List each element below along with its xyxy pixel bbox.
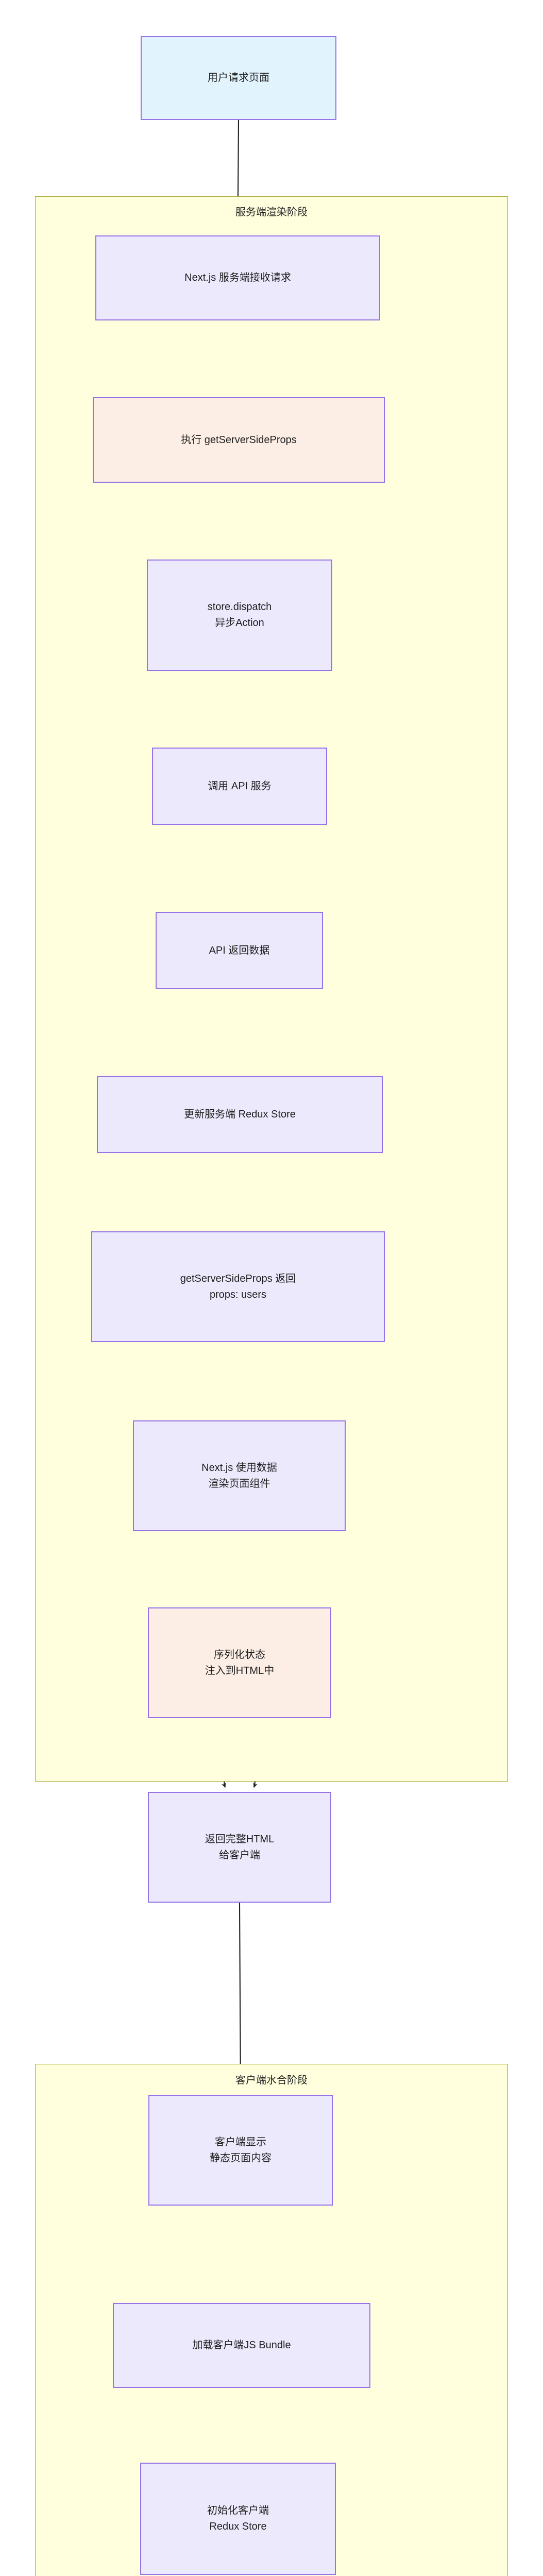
flow-node-e[interactable]: 调用 API 服务: [152, 748, 327, 825]
flow-node-label: 初始化客户端: [207, 2505, 269, 2516]
flow-node-label: 调用 API 服务: [208, 780, 272, 792]
flow-node-h[interactable]: getServerSideProps 返回 props: users: [91, 1231, 385, 1342]
flow-node-label: 静态页面内容: [210, 2152, 272, 2164]
flow-node-label: Next.js 使用数据: [201, 1462, 277, 1473]
flow-node-m[interactable]: 加载客户端JS Bundle: [113, 2303, 370, 2388]
flow-node-a[interactable]: 用户请求页面: [141, 36, 336, 120]
flow-node-label: 返回完整HTML: [205, 1833, 275, 1845]
flow-node-label: 注入到HTML中: [205, 1665, 275, 1676]
flow-node-label: getServerSideProps 返回: [180, 1273, 296, 1284]
flow-node-label: 序列化状态: [214, 1649, 265, 1660]
flow-node-g[interactable]: 更新服务端 Redux Store: [97, 1076, 383, 1153]
flow-node-k[interactable]: 返回完整HTML 给客户端: [148, 1792, 331, 1903]
flow-node-label: Redux Store: [209, 2521, 267, 2532]
flow-node-c[interactable]: 执行 getServerSideProps: [93, 397, 385, 483]
flow-node-label: 渲染页面组件: [208, 1478, 270, 1489]
flow-node-label: 给客户端: [219, 1849, 260, 1861]
flow-node-label: API 返回数据: [209, 944, 270, 956]
flow-node-j[interactable]: 序列化状态注入到HTML中: [148, 1607, 331, 1718]
flow-node-label: 加载客户端JS Bundle: [192, 2340, 291, 2351]
flow-node-label: 用户请求页面: [208, 72, 269, 83]
flow-node-b[interactable]: Next.js 服务端接收请求: [95, 235, 380, 320]
flow-node-label: 更新服务端 Redux Store: [184, 1108, 296, 1120]
flow-node-label: Next.js 服务端接收请求: [184, 272, 291, 283]
flow-node-n[interactable]: 初始化客户端 Redux Store: [140, 2463, 336, 2575]
flow-node-i[interactable]: Next.js 使用数据渲染页面组件: [133, 1420, 346, 1531]
flow-node-label: 异步Action: [215, 617, 264, 629]
flow-node-label: 执行 getServerSideProps: [181, 434, 297, 446]
subgraph-client-hydration-title: 客户端水合阶段: [235, 2075, 308, 2086]
flow-node-label: props: users: [209, 1289, 267, 1300]
subgraph-server-render-title: 服务端渲染阶段: [235, 207, 308, 218]
flow-node-label: 客户端显示: [215, 2136, 266, 2148]
flow-node-l[interactable]: 客户端显示静态页面内容: [148, 2095, 333, 2206]
flow-node-label: store.dispatch: [207, 601, 272, 613]
flow-node-d[interactable]: store.dispatch 异步Action: [147, 560, 332, 671]
flow-node-f[interactable]: API 返回数据: [156, 912, 323, 989]
